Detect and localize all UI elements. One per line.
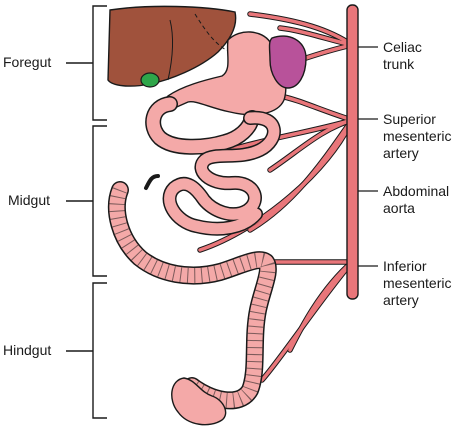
leader-lines: [355, 46, 378, 267]
region-brackets: [66, 5, 107, 419]
abdominal-aorta-label: Abdominal aorta: [383, 183, 450, 216]
foregut-bracket: [92, 5, 107, 121]
superior-mesenteric-artery-label: Superior mesenteric artery: [383, 111, 452, 161]
midgut-bracket: [92, 125, 107, 277]
spleen: [268, 35, 307, 89]
liver: [107, 5, 237, 87]
appendix: [144, 174, 160, 190]
foregut-label: Foregut: [3, 54, 52, 70]
midgut-label: Midgut: [8, 192, 51, 208]
rectum: [171, 377, 227, 426]
gallbladder: [140, 72, 160, 88]
hindgut-label: Hindgut: [3, 342, 52, 358]
hindgut-bracket: [92, 282, 107, 419]
celiac-trunk-label: Celiac trunk: [383, 39, 422, 72]
inferior-mesenteric-artery-label: Inferior mesenteric artery: [383, 258, 452, 308]
abdominal-aorta: [346, 4, 359, 300]
